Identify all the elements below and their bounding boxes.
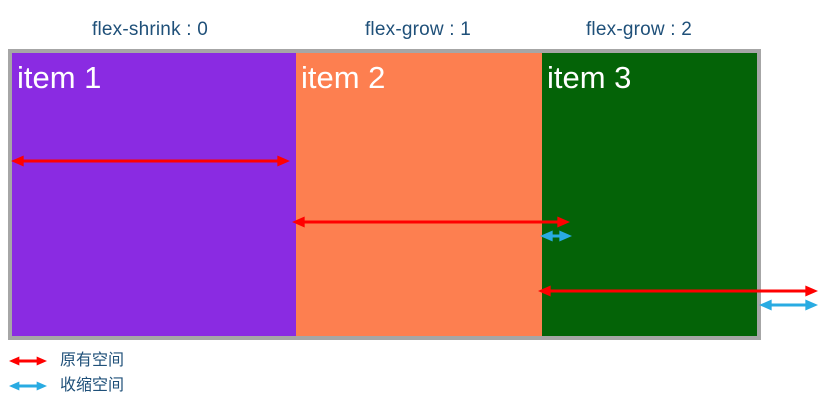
- label-flex-shrink-0: flex-shrink : 0: [92, 19, 208, 40]
- legend: 原有空间 收缩空间: [8, 348, 228, 398]
- blue-double-arrow-icon: [9, 381, 47, 390]
- label-flex-grow-2: flex-grow : 2: [585, 19, 693, 40]
- flex-item-3: item 3: [542, 53, 757, 336]
- flex-container: item 1 item 2 item 3: [8, 49, 761, 340]
- legend-label-original: 原有空间: [60, 351, 125, 369]
- flex-item-2-label: item 2: [301, 60, 386, 95]
- flex-item-3-label: item 3: [547, 60, 632, 95]
- red-double-arrow-icon: [9, 356, 47, 365]
- label-flex-grow-1: flex-grow : 1: [364, 19, 472, 40]
- flex-item-1: item 1: [12, 53, 296, 336]
- flex-item-2: item 2: [296, 53, 542, 336]
- flex-item-1-label: item 1: [17, 60, 102, 95]
- shrink-space-item-3: [759, 299, 818, 311]
- legend-item-original: 原有空间: [8, 348, 228, 373]
- legend-item-shrink: 收缩空间: [8, 373, 228, 398]
- legend-label-shrink: 收缩空间: [60, 376, 125, 394]
